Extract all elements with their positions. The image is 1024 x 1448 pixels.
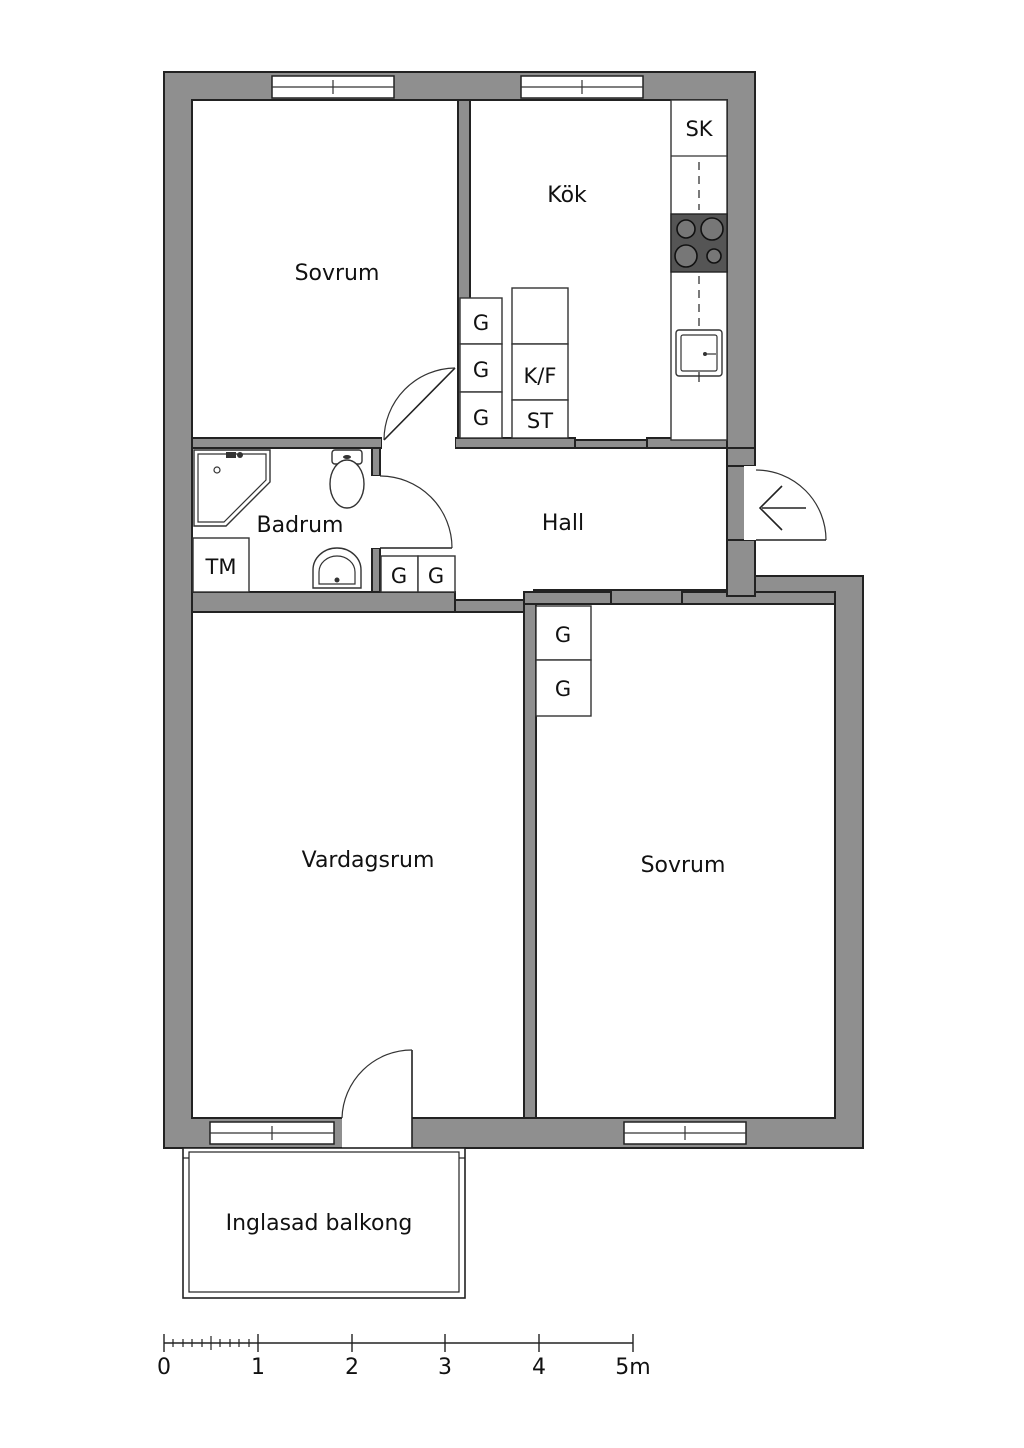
wall-hall-bed-right	[681, 591, 836, 605]
label-g: G	[555, 623, 571, 647]
door-entrance-swing	[755, 469, 827, 541]
wardrobe-2	[459, 343, 503, 393]
balcony-outline	[182, 1147, 466, 1299]
wall-entry-jamb-bottom	[726, 539, 756, 597]
room-label-hall: Hall	[542, 511, 584, 536]
room-label-bedroom-top: Sovrum	[295, 261, 380, 286]
balcony	[182, 1147, 466, 1299]
walls	[163, 71, 864, 1149]
wall-bath-hall-bottom	[371, 547, 381, 595]
wardrobe-3	[459, 391, 503, 439]
wardrobe-7	[535, 659, 592, 717]
room-label-balcony: Inglasad balkong	[226, 1211, 413, 1236]
scale-label: 1	[251, 1355, 265, 1380]
bathroom-fixtures: TM	[192, 449, 365, 593]
room-label-bathroom: Badrum	[257, 513, 344, 538]
label-g: G	[473, 311, 489, 335]
label-g: G	[391, 564, 407, 588]
door-bedroom-swing	[383, 367, 456, 441]
scale-label: 2	[345, 1355, 359, 1380]
windows	[209, 75, 747, 1145]
scale-bar: 0 1 2 3 4 5m	[157, 1334, 651, 1380]
kitchen-sink-icon	[675, 329, 723, 377]
label-g: G	[555, 677, 571, 701]
washer-tm	[192, 537, 250, 593]
scale-label: 0	[157, 1355, 171, 1380]
entrance-opening	[744, 466, 756, 540]
wardrobes: G G G G G G G	[380, 297, 592, 717]
fridge-freezer	[511, 343, 569, 401]
label-st: ST	[527, 409, 553, 433]
wall-entry-jamb-top	[726, 447, 756, 467]
cabinet-st	[511, 399, 569, 439]
scale-label: 4	[532, 1355, 546, 1380]
wardrobe-5	[417, 555, 456, 593]
label-tm: TM	[205, 555, 237, 579]
wall-hall-bed-left	[523, 591, 612, 605]
wall-bath-living	[191, 591, 456, 613]
kitchen-fixtures: SK K/F ST	[511, 99, 728, 441]
door-bathroom-swing	[379, 475, 453, 549]
wardrobe-6	[535, 605, 592, 661]
label-kf: K/F	[524, 364, 557, 388]
room-label-kitchen: Kök	[547, 183, 587, 208]
cabinet-top	[511, 287, 569, 345]
room-label-bedroom-right: Sovrum	[641, 853, 726, 878]
scale-label: 3	[438, 1355, 452, 1380]
door-balcony-swing	[341, 1049, 413, 1119]
room-labels: Sovrum Kök Badrum Hall Vardagsrum Sovrum…	[226, 183, 726, 1236]
doors	[341, 367, 827, 1148]
washbasin-icon	[312, 547, 362, 589]
room-label-living-room: Vardagsrum	[302, 848, 435, 873]
shower-icon	[193, 449, 271, 527]
wall-bath-hall-top	[371, 447, 381, 477]
wall-bed-bath	[191, 437, 383, 449]
wall-living-bed	[523, 591, 537, 1119]
wardrobe-1	[459, 297, 503, 345]
label-g: G	[473, 406, 489, 430]
wall-kitchen-hall-left	[454, 437, 576, 449]
door-bedroom-leaf	[383, 367, 456, 441]
scale-label: 5m	[615, 1355, 650, 1380]
toilet-icon	[329, 459, 365, 509]
label-g: G	[428, 564, 444, 588]
label-g: G	[473, 358, 489, 382]
label-sk: SK	[685, 117, 713, 141]
